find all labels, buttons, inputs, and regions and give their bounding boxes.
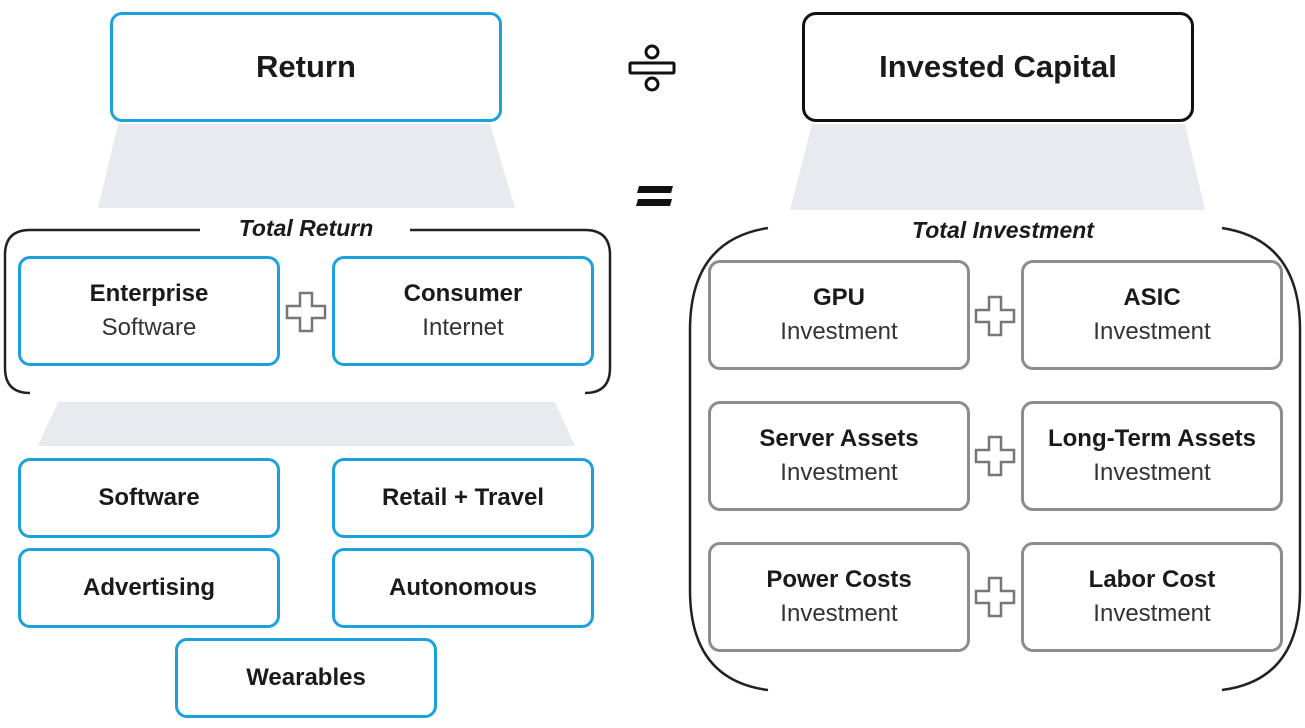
component-subtitle: Investment	[780, 318, 898, 345]
component-title: Server Assets	[759, 425, 919, 452]
category-label: Advertising	[82, 574, 216, 601]
category-label: Software	[98, 484, 200, 511]
return-funnel	[98, 124, 515, 208]
component-title: Long-Term Assets	[1047, 425, 1257, 452]
return-box: Return	[110, 12, 502, 122]
invested-capital-box: Invested Capital	[802, 12, 1194, 122]
consumer-internet-box: Consumer Internet	[332, 256, 594, 366]
category-label: Wearables	[246, 664, 366, 691]
plus-icon	[285, 291, 327, 333]
category-autonomous-box: Autonomous	[332, 548, 594, 628]
component-subtitle: Investment	[1093, 459, 1211, 486]
return-label: Return	[256, 49, 356, 84]
asic-investment-box: ASIC Investment	[1021, 260, 1283, 370]
category-label: Autonomous	[389, 574, 537, 601]
component-title: GPU	[812, 284, 865, 311]
component-subtitle: Software	[101, 314, 197, 341]
plus-icon	[974, 576, 1016, 618]
component-title: ASIC	[1123, 284, 1181, 311]
component-title: Consumer	[403, 280, 523, 307]
plus-icon	[974, 435, 1016, 477]
equals-icon	[636, 186, 673, 206]
category-label: Retail + Travel	[381, 484, 545, 511]
plus-icon	[974, 295, 1016, 337]
component-subtitle: Investment	[780, 600, 898, 627]
component-subtitle: Internet	[422, 314, 504, 341]
category-software-box: Software	[18, 458, 280, 538]
server-assets-investment-box: Server Assets Investment	[708, 401, 970, 511]
total-return-label: Total Return	[238, 215, 374, 241]
category-advertising-box: Advertising	[18, 548, 280, 628]
gpu-investment-box: GPU Investment	[708, 260, 970, 370]
total-return-funnel	[38, 402, 575, 446]
component-title: Labor Cost	[1088, 566, 1216, 593]
category-wearables-box: Wearables	[175, 638, 437, 718]
component-title: Power Costs	[766, 566, 912, 593]
divide-icon	[628, 44, 676, 92]
component-subtitle: Investment	[780, 459, 898, 486]
component-subtitle: Investment	[1093, 318, 1211, 345]
category-retail-travel-box: Retail + Travel	[332, 458, 594, 538]
component-title: Enterprise	[89, 280, 209, 307]
component-subtitle: Investment	[1093, 600, 1211, 627]
long-term-assets-investment-box: Long-Term Assets Investment	[1021, 401, 1283, 511]
capital-funnel	[790, 124, 1205, 210]
power-costs-investment-box: Power Costs Investment	[708, 542, 970, 652]
invested-capital-label: Invested Capital	[879, 49, 1117, 84]
labor-cost-investment-box: Labor Cost Investment	[1021, 542, 1283, 652]
total-investment-label: Total Investment	[912, 217, 1094, 243]
enterprise-software-box: Enterprise Software	[18, 256, 280, 366]
